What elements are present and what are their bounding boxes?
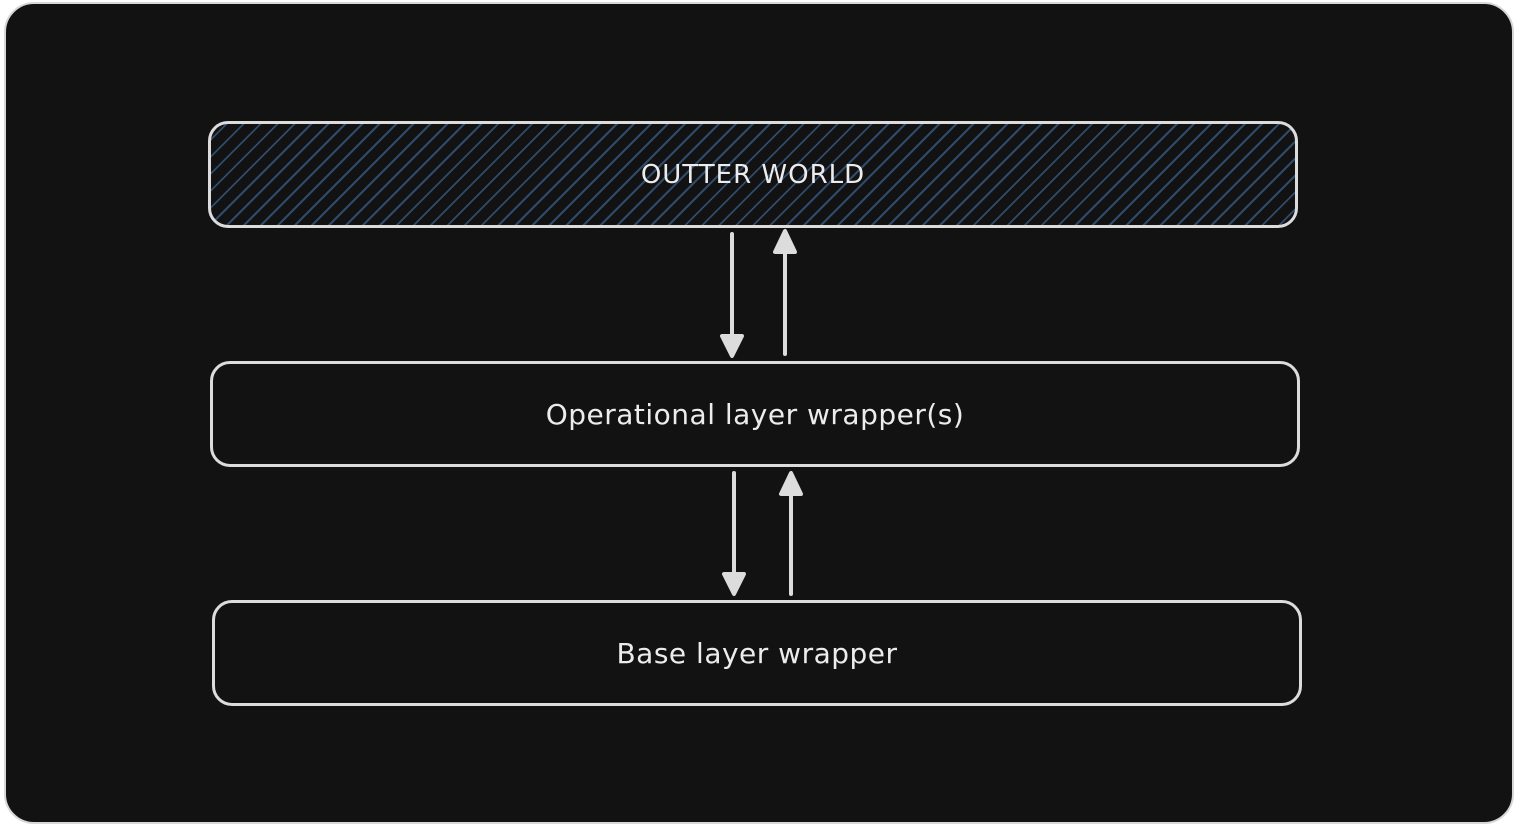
arrow-ops-to-base	[722, 471, 746, 596]
diagram-canvas: OUTTER WORLD Operational layer wrapper(s…	[4, 2, 1514, 824]
operational-layer-label: Operational layer wrapper(s)	[545, 397, 965, 431]
arrow-outer-to-ops	[720, 232, 744, 358]
base-layer-label: Base layer wrapper	[616, 636, 898, 670]
outer-world-label: OUTTER WORLD	[640, 159, 866, 190]
operational-layer-box: Operational layer wrapper(s)	[210, 361, 1300, 467]
outer-world-box: OUTTER WORLD	[208, 121, 1298, 228]
base-layer-box: Base layer wrapper	[212, 600, 1302, 706]
arrow-base-to-ops	[779, 471, 803, 596]
arrow-ops-to-outer	[773, 229, 797, 356]
